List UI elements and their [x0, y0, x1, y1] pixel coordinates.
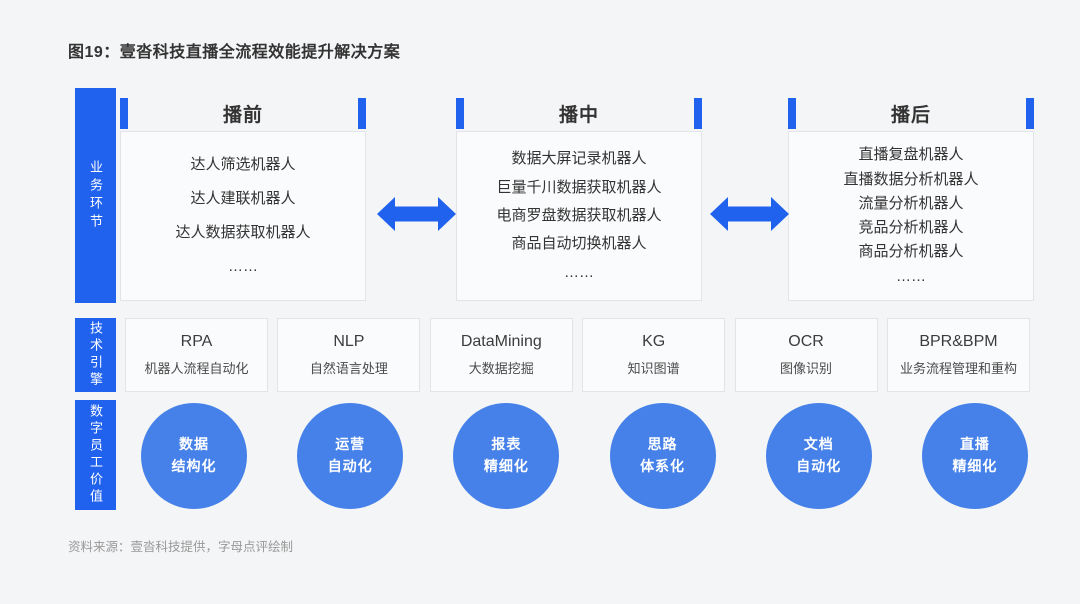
value-line: 自动化 — [327, 458, 373, 474]
robot-item: 直播数据分析机器人 — [843, 170, 979, 188]
tech-name: RPA — [180, 333, 213, 350]
tech-box-ocr: OCR 图像识别 — [734, 318, 878, 392]
value-line: 精细化 — [952, 458, 998, 474]
value-line: 精细化 — [483, 458, 529, 474]
robot-item: 竞品分析机器人 — [858, 219, 964, 237]
value-circle-data-structuring: 数据 结构化 — [141, 403, 247, 509]
tech-box-datamining: DataMining 大数据挖掘 — [429, 318, 573, 392]
robot-item: 电商罗盘数据获取机器人 — [496, 206, 662, 224]
tech-name: KG — [642, 333, 666, 350]
value-circle-report-refinement: 报表 精细化 — [453, 403, 560, 509]
robot-item: 数据大屏记录机器人 — [511, 150, 647, 168]
tech-box-nlp: NLP 自然语言处理 — [277, 318, 421, 392]
value-line: 数据 — [179, 436, 209, 453]
tech-box-bpr-bpm: BPR&BPM 业务流程管理和重构 — [886, 318, 1030, 392]
robot-item: 达人建联机器人 — [190, 190, 296, 207]
sidebar-digital-worker-value: 数字员工价值 — [75, 400, 116, 510]
tech-desc: 大数据挖掘 — [468, 361, 534, 376]
stage-title: 播后 — [890, 105, 931, 126]
header-tick-icon — [358, 98, 366, 129]
value-line: 文档 — [803, 436, 834, 453]
value-line: 运营 — [335, 436, 366, 453]
stage-column-during-broadcast: 播中 数据大屏记录机器人 巨量千川数据获取机器人 电商罗盘数据获取机器人 商品自… — [456, 96, 702, 301]
value-circle-document-automation: 文档 自动化 — [765, 403, 872, 509]
tech-desc: 图像识别 — [780, 361, 833, 376]
ellipsis-text: …… — [896, 267, 926, 285]
stage-header: 播后 — [788, 96, 1034, 131]
value-circle-operation-automation: 运营 自动化 — [297, 403, 404, 509]
double-arrow-icon — [710, 197, 789, 231]
tech-box-kg: KG 知识图谱 — [582, 318, 726, 392]
header-tick-icon — [788, 98, 796, 129]
value-circle-thinking-systemization: 思路 体系化 — [609, 403, 716, 509]
stage-robot-list: 直播复盘机器人 直播数据分析机器人 流量分析机器人 竞品分析机器人 商品分析机器… — [788, 131, 1034, 301]
stage-header: 播前 — [120, 96, 366, 131]
tech-engine-row: RPA 机器人流程自动化 NLP 自然语言处理 DataMining 大数据挖掘… — [125, 318, 1030, 392]
robot-item: 直播复盘机器人 — [858, 146, 964, 164]
value-line: 自动化 — [796, 458, 842, 474]
robot-item: 商品分析机器人 — [858, 243, 964, 261]
value-circle-row: 数据 结构化 运营 自动化 报表 精细化 思路 体系化 文档 自动化 直播 精细… — [141, 403, 1028, 509]
value-line: 体系化 — [640, 458, 686, 474]
header-tick-icon — [694, 98, 702, 129]
tech-name: BPR&BPM — [919, 333, 998, 350]
robot-item: 达人数据获取机器人 — [175, 224, 311, 241]
source-note: 资料来源：壹沓科技提供，字母点评绘制 — [68, 540, 294, 554]
robot-item: 达人筛选机器人 — [190, 156, 296, 173]
ellipsis-text: …… — [564, 263, 594, 281]
tech-name: OCR — [788, 333, 824, 350]
tech-desc: 业务流程管理和重构 — [899, 361, 1017, 376]
ellipsis-text: …… — [228, 258, 258, 275]
stage-title: 播前 — [222, 105, 263, 126]
robot-item: 流量分析机器人 — [858, 194, 964, 212]
stage-column-pre-broadcast: 播前 达人筛选机器人 达人建联机器人 达人数据获取机器人 …… — [120, 96, 366, 301]
tech-box-rpa: RPA 机器人流程自动化 — [125, 318, 268, 392]
header-tick-icon — [456, 98, 464, 129]
value-line: 思路 — [647, 436, 678, 453]
stage-robot-list: 达人筛选机器人 达人建联机器人 达人数据获取机器人 …… — [120, 131, 366, 301]
sidebar-business-stages: 业务环节 — [75, 88, 116, 303]
tech-name: NLP — [333, 333, 365, 350]
tech-desc: 自然语言处理 — [309, 361, 388, 376]
robot-item: 商品自动切换机器人 — [511, 235, 647, 253]
value-line: 结构化 — [171, 458, 217, 474]
tech-name: DataMining — [460, 333, 542, 350]
tech-desc: 机器人流程自动化 — [144, 361, 249, 376]
tech-desc: 知识图谱 — [627, 361, 680, 376]
stage-column-post-broadcast: 播后 直播复盘机器人 直播数据分析机器人 流量分析机器人 竞品分析机器人 商品分… — [788, 96, 1034, 301]
robot-item: 巨量千川数据获取机器人 — [496, 178, 662, 196]
stage-header: 播中 — [456, 96, 702, 131]
stage-robot-list: 数据大屏记录机器人 巨量千川数据获取机器人 电商罗盘数据获取机器人 商品自动切换… — [456, 131, 702, 301]
double-arrow-icon — [377, 197, 456, 231]
value-circle-livestream-refinement: 直播 精细化 — [921, 403, 1028, 509]
stage-title: 播中 — [558, 105, 599, 126]
figure-title: 图19：壹沓科技直播全流程效能提升解决方案 — [68, 44, 401, 61]
header-tick-icon — [120, 98, 128, 129]
value-line: 报表 — [491, 436, 522, 453]
sidebar-tech-engine: 技术引擎 — [75, 318, 116, 392]
value-line: 直播 — [959, 436, 990, 453]
header-tick-icon — [1026, 98, 1034, 129]
